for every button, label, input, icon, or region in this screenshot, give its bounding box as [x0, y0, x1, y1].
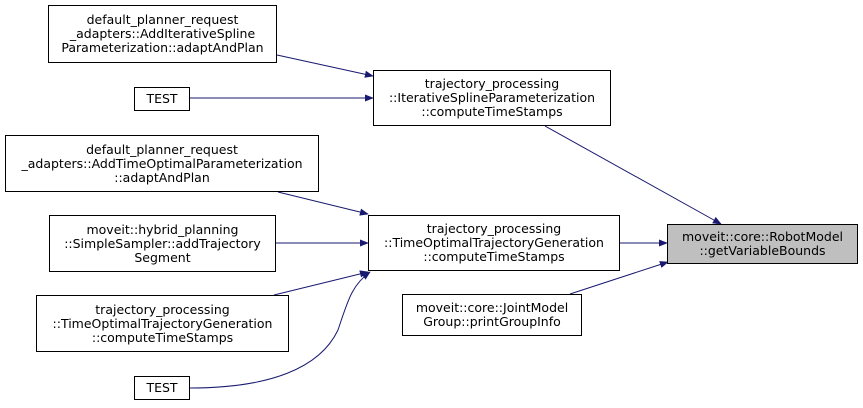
edge-iter-compute-to-focus — [544, 125, 722, 225]
edge-iter-adapt-to-iter-compute — [276, 54, 374, 78]
node-line: TEST — [146, 91, 178, 106]
node-line: ::TimeOptimalTrajectoryGeneration — [384, 235, 604, 250]
node-hybrid-add-trajectory-segment[interactable]: moveit::hybrid_planning ::SimpleSampler:… — [49, 215, 276, 272]
node-joint-model-group-print-group-info[interactable]: moveit::core::JointModel Group::printGro… — [402, 294, 582, 336]
node-line: Parameterization::adaptAndPlan — [61, 40, 264, 55]
node-line: default_planner_request — [86, 141, 238, 157]
node-line: trajectory_processing — [424, 76, 560, 91]
node-time-optimal-adapt-and-plan[interactable]: default_planner_request _adapters::AddTi… — [5, 135, 319, 192]
node-time-optimal-compute-time-stamps[interactable]: trajectory_processing ::TimeOptimalTraje… — [368, 215, 620, 271]
node-iterative-adapt-and-plan[interactable]: default_planner_request _adapters::AddIt… — [48, 5, 277, 63]
node-test-1[interactable]: TEST — [134, 87, 190, 111]
edge-topt2-to-topt-compute — [273, 270, 369, 296]
node-line: moveit::hybrid_planning — [86, 221, 239, 237]
node-line: ::computeTimeStamps — [91, 329, 234, 345]
node-line: Segment — [134, 249, 191, 265]
node-line: ::TimeOptimalTrajectoryGeneration — [52, 315, 273, 331]
node-time-optimal-compute-time-stamps-overload[interactable]: trajectory_processing ::TimeOptimalTraje… — [36, 295, 289, 352]
node-line: ::IterativeSplineParameterization — [388, 90, 596, 105]
edge-joint-print-to-focus — [569, 261, 669, 295]
node-line: ::SimpleSampler::addTrajectory — [64, 235, 261, 251]
node-robot-model-get-variable-bounds: moveit::core::RobotModel ::getVariableBo… — [667, 224, 858, 264]
edge-test2-to-topt-compute — [189, 271, 371, 389]
node-line: trajectory_processing — [426, 221, 562, 236]
node-line: ::getVariableBounds — [699, 243, 826, 258]
edge-topt-adapt-to-topt-compute — [277, 191, 369, 216]
node-line: ::computeTimeStamps — [421, 104, 563, 119]
node-line: trajectory_processing — [95, 301, 230, 317]
node-line: Group::printGroupInfo — [423, 314, 561, 329]
node-test-2[interactable]: TEST — [134, 376, 190, 400]
node-line: _adapters::AddIterativeSpline — [69, 26, 256, 41]
edges — [189, 54, 722, 389]
node-line: _adapters::AddTimeOptimalParameterizatio… — [21, 155, 303, 171]
node-line: moveit::core::RobotModel — [682, 229, 843, 244]
node-line: default_planner_request — [86, 12, 239, 27]
node-line: ::computeTimeStamps — [423, 249, 565, 264]
node-line: TEST — [146, 380, 178, 395]
node-line: moveit::core::JointModel — [415, 300, 569, 315]
node-iterative-compute-time-stamps[interactable]: trajectory_processing ::IterativeSplineP… — [373, 70, 611, 126]
node-line: ::adaptAndPlan — [114, 169, 210, 185]
